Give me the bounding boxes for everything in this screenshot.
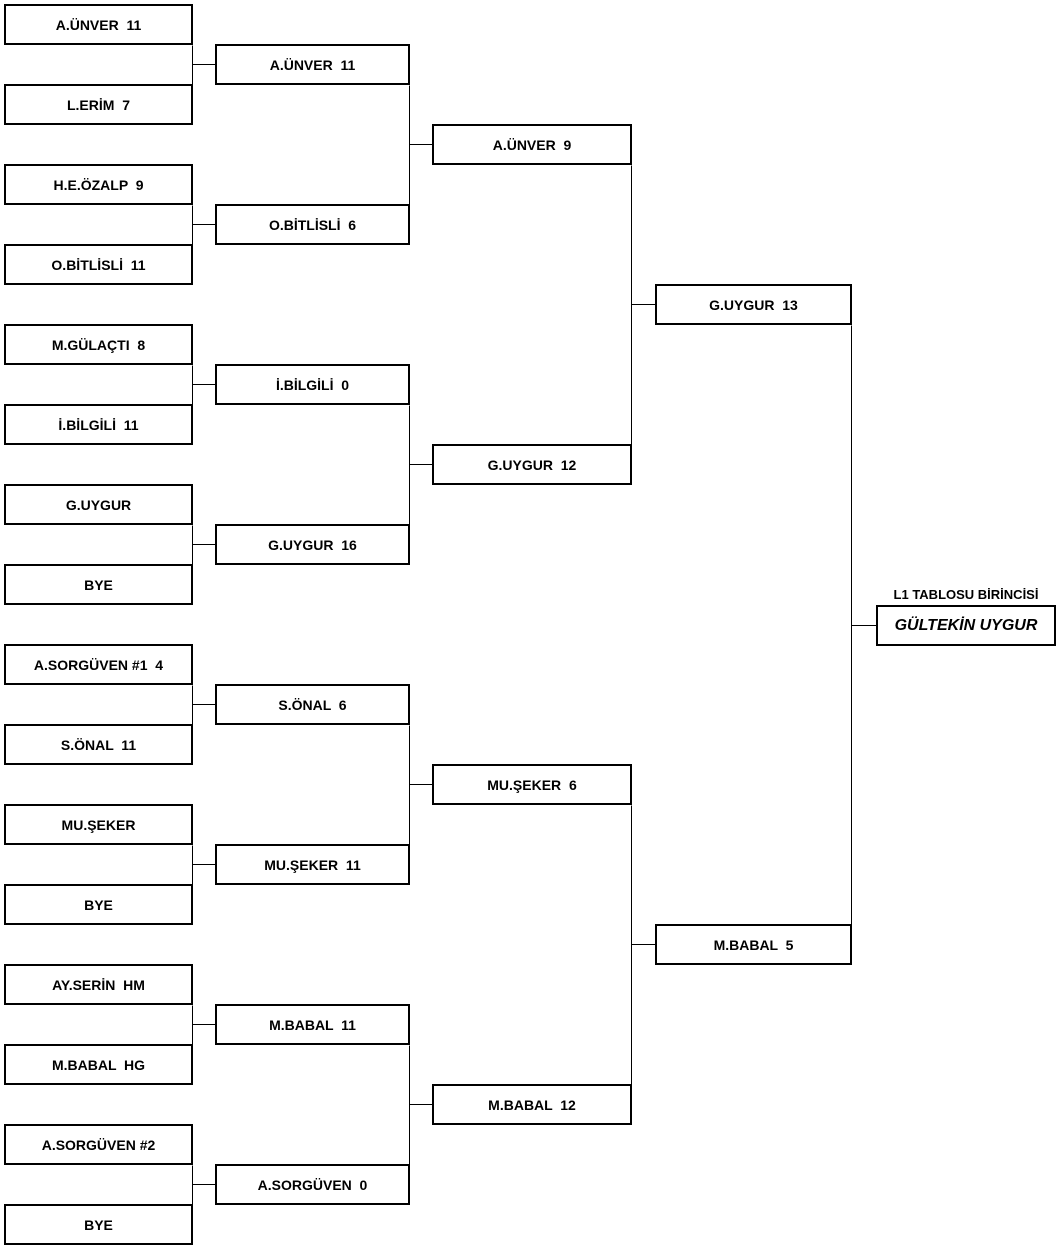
round1-slot-6: İ.BİLGİLİ 11 bbox=[4, 404, 193, 445]
round2-slot-1: A.ÜNVER 11 bbox=[215, 44, 410, 85]
round2-slot-4: G.UYGUR 16 bbox=[215, 524, 410, 565]
round2-slot-3: İ.BİLGİLİ 0 bbox=[215, 364, 410, 405]
round3-slot-2: G.UYGUR 12 bbox=[432, 444, 632, 485]
round1-slot-5: M.GÜLAÇTI 8 bbox=[4, 324, 193, 365]
round1-slot-2: L.ERİM 7 bbox=[4, 84, 193, 125]
round1-slot-10: S.ÖNAL 11 bbox=[4, 724, 193, 765]
round1-slot-1: A.ÜNVER 11 bbox=[4, 4, 193, 45]
round1-slot-16: BYE bbox=[4, 1204, 193, 1245]
round4-slot-2: M.BABAL 5 bbox=[655, 924, 852, 965]
champion-name: GÜLTEKİN UYGUR bbox=[876, 605, 1056, 646]
round1-slot-14: M.BABAL HG bbox=[4, 1044, 193, 1085]
round2-slot-7: M.BABAL 11 bbox=[215, 1004, 410, 1045]
round1-slot-7: G.UYGUR bbox=[4, 484, 193, 525]
round2-slot-5: S.ÖNAL 6 bbox=[215, 684, 410, 725]
round2-slot-6: MU.ŞEKER 11 bbox=[215, 844, 410, 885]
champion-title: L1 TABLOSU BİRİNCİSİ bbox=[893, 587, 1039, 602]
round1-slot-3: H.E.ÖZALP 9 bbox=[4, 164, 193, 205]
round4-slot-1: G.UYGUR 13 bbox=[655, 284, 852, 325]
round3-slot-4: M.BABAL 12 bbox=[432, 1084, 632, 1125]
round1-slot-4: O.BİTLİSLİ 11 bbox=[4, 244, 193, 285]
round3-slot-1: A.ÜNVER 9 bbox=[432, 124, 632, 165]
round2-slot-8: A.SORGÜVEN 0 bbox=[215, 1164, 410, 1205]
round1-slot-8: BYE bbox=[4, 564, 193, 605]
round1-slot-11: MU.ŞEKER bbox=[4, 804, 193, 845]
round1-slot-9: A.SORGÜVEN #1 4 bbox=[4, 644, 193, 685]
round3-slot-3: MU.ŞEKER 6 bbox=[432, 764, 632, 805]
round2-slot-2: O.BİTLİSLİ 6 bbox=[215, 204, 410, 245]
round1-slot-15: A.SORGÜVEN #2 bbox=[4, 1124, 193, 1165]
round1-slot-13: AY.SERİN HM bbox=[4, 964, 193, 1005]
round1-slot-12: BYE bbox=[4, 884, 193, 925]
